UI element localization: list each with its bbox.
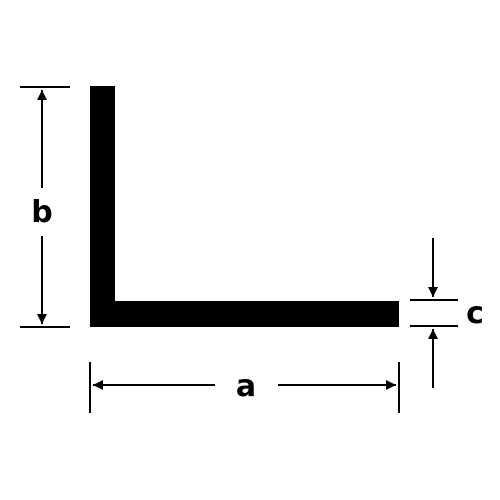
vertical-leg [90,86,115,327]
dimension-a: a [89,362,400,413]
dimension-label-c: c [466,296,484,331]
dimension-label-b: b [31,195,52,230]
l-angle-shape [90,86,399,327]
dimension-c: c [410,238,484,388]
horizontal-leg [90,301,399,327]
dimension-b: b [20,86,70,328]
dimension-label-a: a [236,369,256,404]
